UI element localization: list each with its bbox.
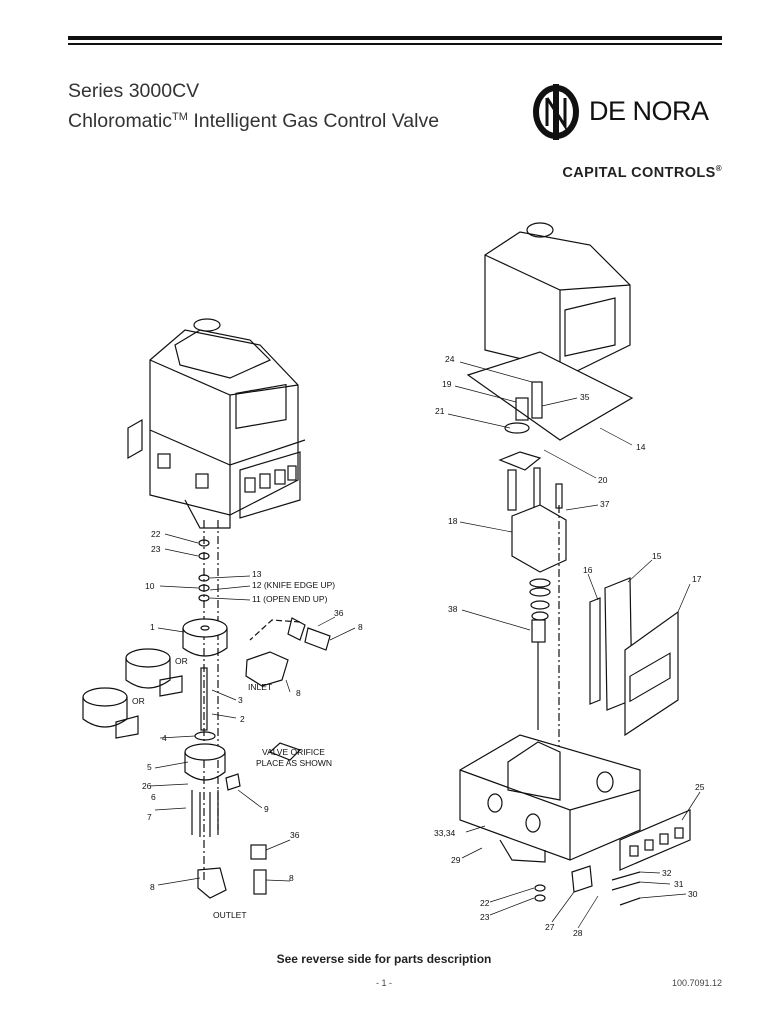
sub-brand-name: CAPITAL CONTROLS bbox=[562, 165, 716, 181]
callout-8-lower: 8 bbox=[289, 873, 294, 883]
sub-brand: CAPITAL CONTROLS® bbox=[562, 164, 722, 181]
callout-7: 7 bbox=[147, 812, 152, 822]
top-rule-thick bbox=[68, 36, 722, 40]
callout-22-right: 22 bbox=[480, 898, 490, 908]
callout-23-left: 23 bbox=[151, 544, 161, 554]
callout-or-1: OR bbox=[175, 656, 188, 666]
callout-10: 10 bbox=[145, 581, 155, 591]
callout-2: 2 bbox=[240, 714, 245, 724]
page-number: - 1 - bbox=[375, 978, 392, 988]
callout-inlet: INLET bbox=[248, 682, 272, 692]
callout-31: 31 bbox=[674, 879, 684, 889]
callout-16: 16 bbox=[583, 565, 593, 575]
de-nora-logo-icon bbox=[533, 84, 579, 140]
callout-24: 24 bbox=[445, 354, 455, 364]
registered-mark: ® bbox=[715, 164, 722, 173]
callout-3: 3 bbox=[238, 695, 243, 705]
callout-28: 28 bbox=[573, 928, 583, 938]
callout-13: 13 bbox=[252, 569, 262, 579]
callout-19: 19 bbox=[442, 379, 452, 389]
right-assembly bbox=[459, 222, 691, 906]
product-name: Chloromatic bbox=[68, 110, 173, 132]
callout-outlet: OUTLET bbox=[213, 910, 247, 920]
callout-32: 32 bbox=[662, 868, 672, 878]
callout-22-left: 22 bbox=[151, 529, 161, 539]
callout-4: 4 bbox=[162, 733, 167, 743]
callout-12: 12 (KNIFE EDGE UP) bbox=[252, 580, 335, 590]
callout-21: 21 bbox=[435, 406, 445, 416]
left-callouts: 22 23 13 10 12 (KNIFE EDGE UP) 11 (OPEN … bbox=[132, 529, 363, 920]
callout-8-outlet: 8 bbox=[150, 882, 155, 892]
document-title: Series 3000CV ChloromaticTM Intelligent … bbox=[68, 78, 439, 134]
callout-place-as-shown: PLACE AS SHOWN bbox=[256, 758, 332, 768]
left-assembly bbox=[82, 318, 331, 899]
callout-20: 20 bbox=[598, 475, 608, 485]
callout-8-upper: 8 bbox=[358, 622, 363, 632]
callout-17: 17 bbox=[692, 574, 702, 584]
callout-or-2: OR bbox=[132, 696, 145, 706]
callout-11: 11 (OPEN END UP) bbox=[252, 594, 328, 604]
callout-38: 38 bbox=[448, 604, 458, 614]
callout-35: 35 bbox=[580, 392, 590, 402]
callout-15: 15 bbox=[652, 551, 662, 561]
callout-14: 14 bbox=[636, 442, 646, 452]
right-callouts: 24 19 35 21 14 20 37 18 16 15 17 38 25 3… bbox=[434, 354, 705, 938]
series-title: Series 3000CV bbox=[68, 80, 200, 102]
footer-note: See reverse side for parts description bbox=[276, 952, 492, 966]
callout-1: 1 bbox=[150, 622, 155, 632]
callout-18: 18 bbox=[448, 516, 458, 526]
callout-36-upper: 36 bbox=[334, 608, 344, 618]
product-name-rest: Intelligent Gas Control Valve bbox=[187, 110, 440, 132]
callout-37: 37 bbox=[600, 499, 610, 509]
trademark-mark: TM bbox=[172, 111, 188, 123]
callout-6: 6 bbox=[151, 792, 156, 802]
callout-30: 30 bbox=[688, 889, 698, 899]
top-rule-thin bbox=[68, 43, 722, 45]
callout-25: 25 bbox=[695, 782, 705, 792]
callout-5: 5 bbox=[147, 762, 152, 772]
callout-26: 26 bbox=[142, 781, 152, 791]
callout-valve-orifice: VALVE ORIFICE bbox=[262, 747, 325, 757]
callout-36-lower: 36 bbox=[290, 830, 300, 840]
callout-23-right: 23 bbox=[480, 912, 490, 922]
leader-lines bbox=[149, 361, 701, 929]
callout-9: 9 bbox=[264, 804, 269, 814]
callout-29: 29 bbox=[451, 855, 461, 865]
callout-27: 27 bbox=[545, 922, 555, 932]
document-number: 100.7091.12 bbox=[671, 978, 722, 988]
brand-name: DE NORA bbox=[589, 96, 709, 126]
callout-8-inlet: 8 bbox=[296, 688, 301, 698]
product-title: ChloromaticTM Intelligent Gas Control Va… bbox=[68, 104, 439, 134]
callout-33-34: 33,34 bbox=[434, 828, 456, 838]
